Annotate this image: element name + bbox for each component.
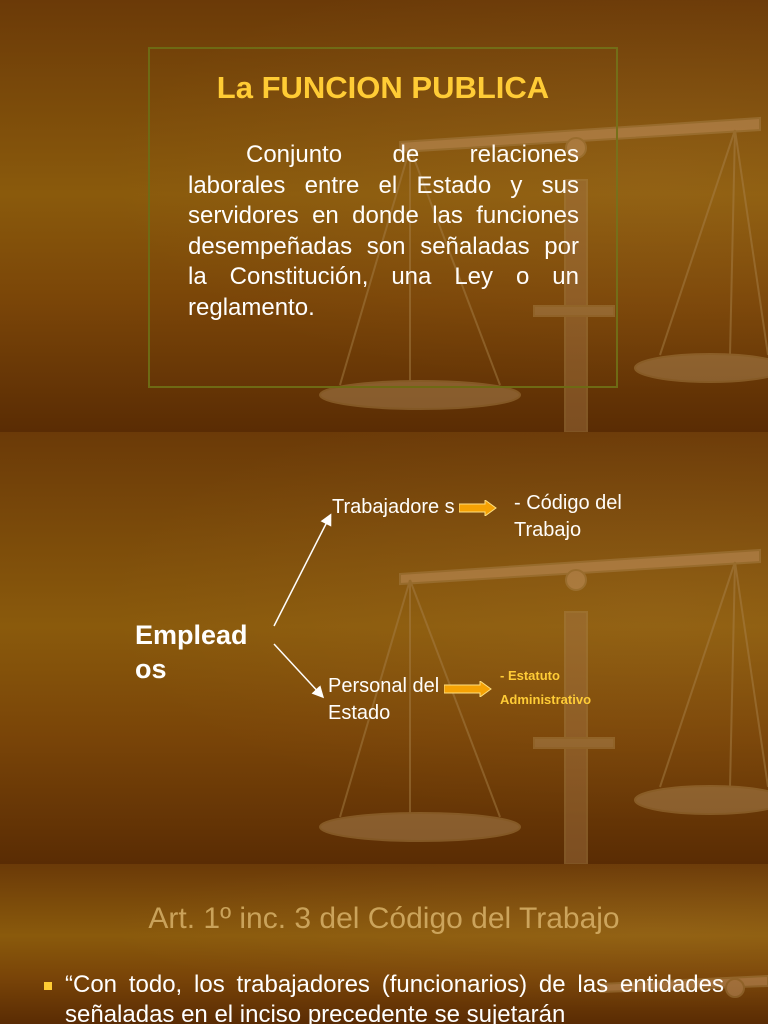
administrativo-label: Administrativo — [500, 692, 592, 707]
trabajadores-label: Trabajadore s — [332, 496, 455, 518]
justice-scale-illustration — [319, 116, 768, 432]
title-frame — [148, 47, 618, 388]
estatuto-label: - Estatuto — [500, 668, 560, 683]
justice-scale-illustration — [319, 548, 768, 864]
personal-estado-label: Personal del Estado — [328, 675, 440, 724]
empleados-label: Emplead os — [135, 620, 248, 684]
bullet-text: “Con todo, los trabajadores (funcionario… — [65, 971, 724, 1024]
arrow-right-icon — [444, 681, 492, 697]
codigo-trabajo-label: - Código del Trabajo — [514, 492, 622, 541]
definition-paragraph: Conjunto de relaciones laborales entre e… — [188, 141, 579, 321]
arrow-right-icon — [459, 500, 497, 516]
branch-connectors — [273, 513, 332, 699]
slide-title: La FUNCION PUBLICA — [216, 70, 550, 105]
slide-empleados-diagram: Emplead os Trabajadore s - Código del Tr… — [0, 432, 768, 864]
slide-funcion-publica: La FUNCION PUBLICA Conjunto de relacione… — [0, 0, 768, 432]
slide-articulo: Art. 1º inc. 3 del Código del Trabajo “C… — [0, 864, 768, 1024]
bullet-square-icon — [44, 982, 52, 990]
justice-scale-illustration — [600, 974, 768, 998]
article-title: Art. 1º inc. 3 del Código del Trabajo — [148, 902, 620, 935]
